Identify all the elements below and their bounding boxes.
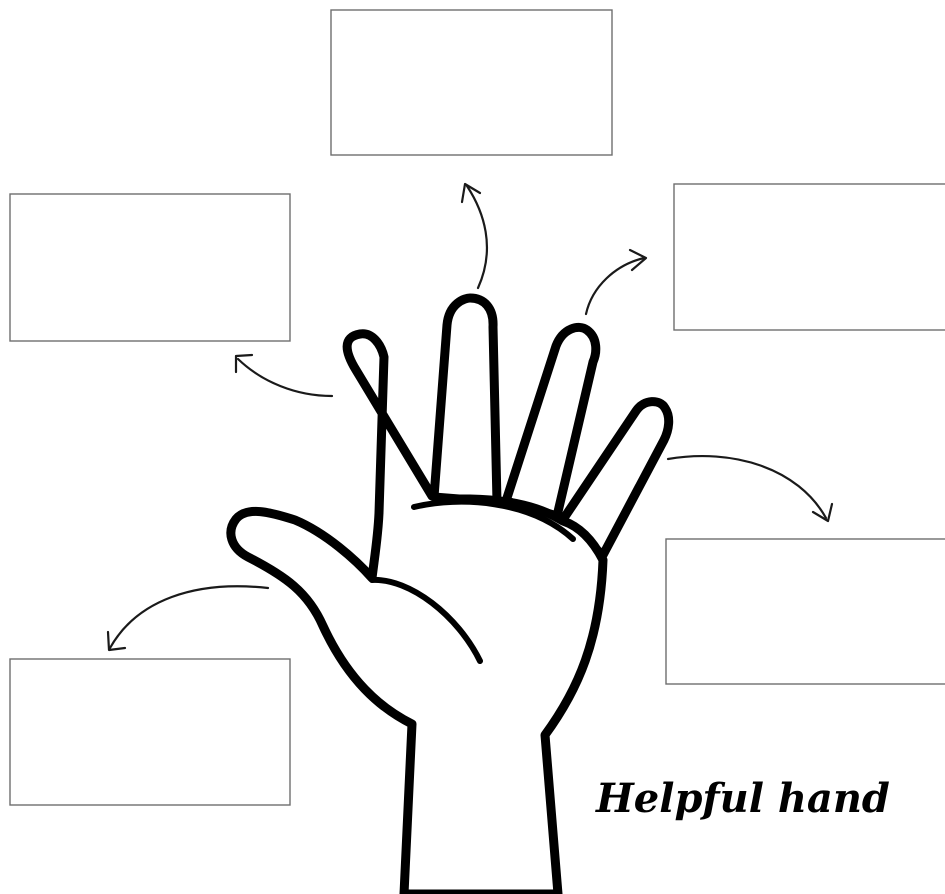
index-finger [429,293,502,507]
pinky-finger [557,397,674,560]
thumb-crease [369,576,483,664]
palm-and-wrist [226,329,608,894]
hand-outline [226,293,674,894]
worksheet-title: Helpful hand [595,775,890,822]
arrow-to-upper-right-box [584,248,648,316]
answer-box-lower-right[interactable] [665,538,945,685]
answer-box-lower-left[interactable] [9,658,291,806]
arrow-to-top-box [460,182,489,290]
answer-box-top[interactable] [330,9,613,156]
arrow-to-lower-left-box [106,585,270,652]
answer-box-upper-right[interactable] [673,183,945,331]
answer-box-upper-left[interactable] [9,193,291,342]
arrow-to-lower-right-box [666,455,834,523]
middle-finger [501,322,601,521]
arrow-to-upper-left-box [234,353,334,398]
palm-top-crease [411,498,576,542]
